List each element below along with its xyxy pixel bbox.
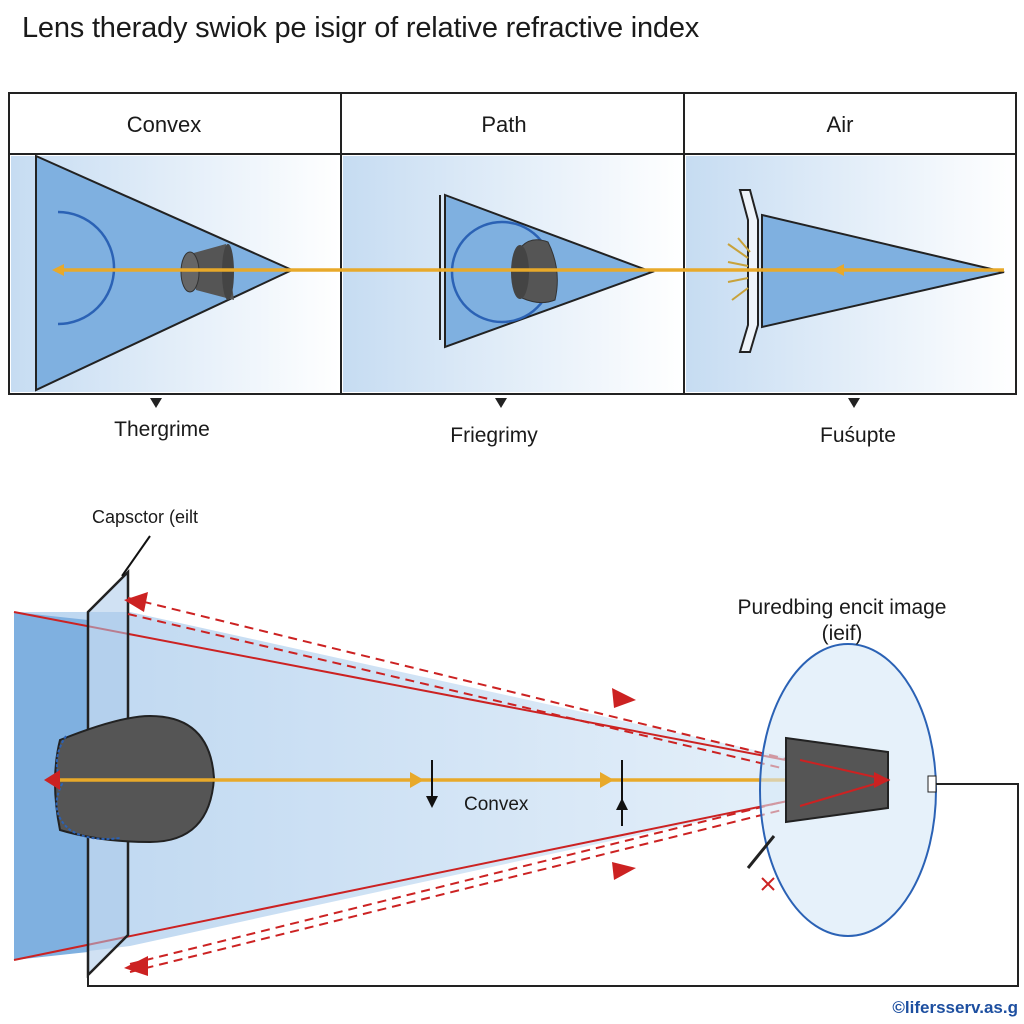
panel-label-fusupte: Fuśupte — [820, 424, 896, 447]
refraction-rays — [727, 237, 751, 301]
panel-pointers — [150, 398, 860, 408]
image-shape — [785, 736, 889, 824]
panel-header-air: Air — [826, 112, 854, 137]
image-label: Puredbing encit image — [737, 596, 947, 619]
panel-label-thergrime: Thergrime — [114, 418, 210, 441]
center-label-convex: Convex — [464, 794, 529, 815]
panel-header-path: Path — [481, 112, 527, 137]
panel-air — [686, 156, 1014, 392]
projector-label: Capsctor (eilt — [92, 507, 199, 527]
object-shape — [222, 244, 234, 300]
object-shape — [511, 245, 529, 299]
bottom-diagram — [13, 535, 1019, 987]
connector-wire — [87, 783, 1019, 987]
wavefront-arc — [57, 210, 116, 326]
panel-convex — [11, 154, 340, 392]
panel-path — [343, 156, 683, 392]
top-table — [8, 92, 1017, 395]
image-sublabel: (ieif) — [821, 622, 863, 645]
top-optical-axis — [52, 264, 1004, 276]
lens-prism-shape — [35, 154, 295, 392]
panel-header-convex: Convex — [126, 112, 202, 137]
diagram-title: Lens therady swiok pe isigr of relative … — [22, 12, 700, 44]
credit-watermark: ©lifersserv.as.g — [892, 998, 1018, 1017]
panel-label-friegrimy: Friegrimy — [450, 424, 538, 447]
